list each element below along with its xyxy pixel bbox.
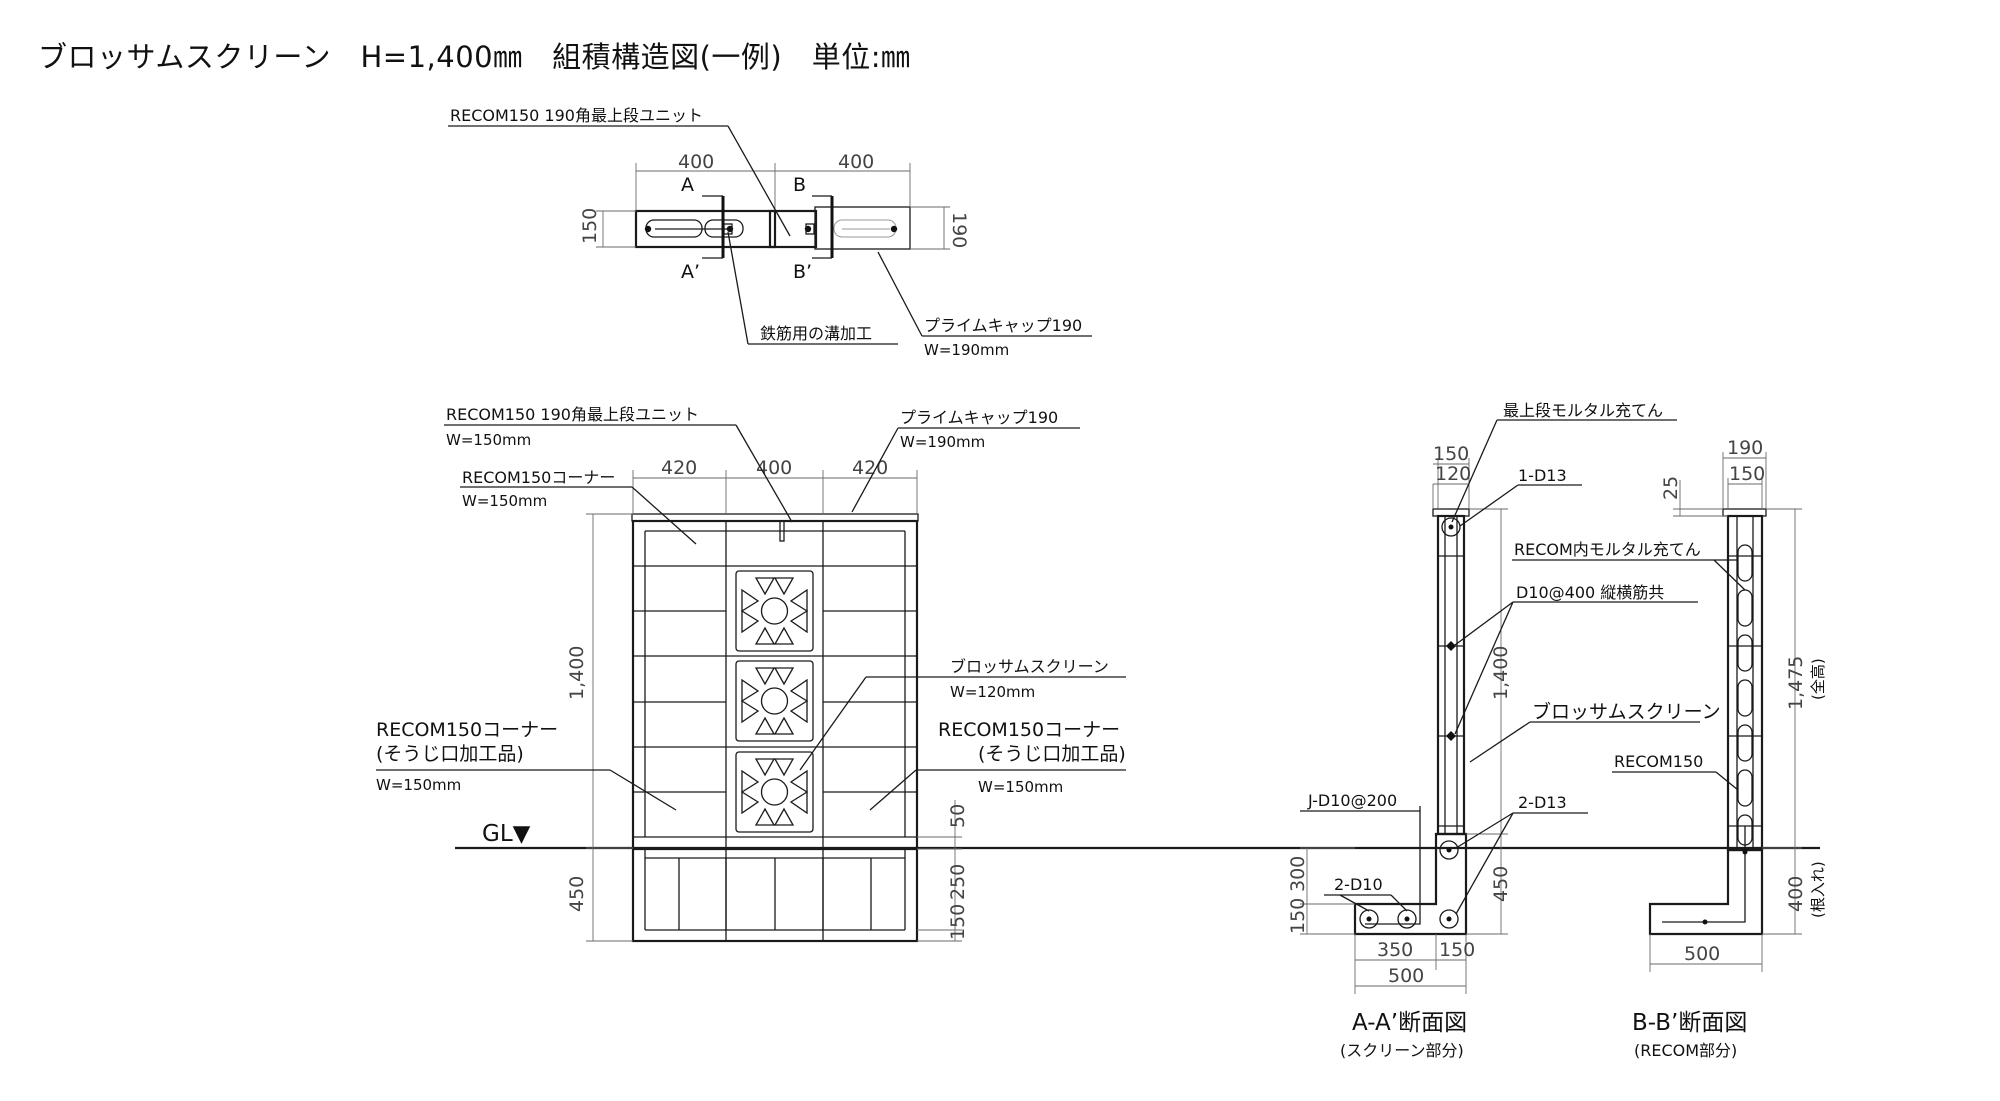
section-a-wall	[1436, 514, 1466, 836]
section-b-wall	[1726, 514, 1764, 852]
label-corner-right-note: (そうじ口加工品)	[978, 743, 1126, 765]
label-corner-left-width: W=150mm	[376, 776, 461, 794]
section-b-dim-150: 150	[1729, 463, 1765, 485]
elevation-dim-50: 50	[947, 804, 969, 828]
label-corner-right-width: W=150mm	[978, 778, 1063, 796]
section-a-dim-120: 120	[1435, 463, 1471, 485]
label-j-d10-200: J-D10@200	[1307, 791, 1397, 810]
label-top-unit-width: W=150mm	[446, 431, 531, 449]
section-b-dim-190: 190	[1727, 437, 1763, 459]
section-a-subcaption: (スクリーン部分)	[1340, 1041, 1464, 1060]
label-top-unit: RECOM150 190角最上段ユニット	[446, 405, 699, 424]
plan-block-middle	[768, 209, 818, 249]
section-b-dim-25: 25	[1660, 476, 1682, 500]
page-title: ブロッサムスクリーン H=1,400㎜ 組積構造図(一例) 単位:㎜	[38, 40, 911, 74]
section-b-caption: B-B’断面図	[1632, 1010, 1747, 1036]
label-corner-top: RECOM150コーナー	[462, 468, 615, 487]
label-corner-right: RECOM150コーナー	[938, 719, 1120, 741]
elevation-dim-400: 400	[756, 457, 792, 479]
elevation-dim-150: 150	[947, 904, 969, 940]
plan-dim-150: 150	[579, 208, 601, 244]
section-a-dim-500: 500	[1388, 965, 1424, 987]
label-2-d10: 2-D10	[1334, 875, 1383, 894]
label-prime-cap: プライムキャップ190	[900, 408, 1058, 427]
section-a-dim-150-top: 150	[1433, 443, 1469, 465]
label-recom150: RECOM150	[1614, 752, 1703, 771]
plan-dim-190: 190	[948, 212, 970, 248]
plan-rebar-dot	[644, 225, 652, 233]
plan-label-cap: プライムキャップ190	[924, 316, 1082, 335]
section-b-dim-1475: 1,475	[1785, 656, 1807, 710]
label-top-mortar: 最上段モルタル充てん	[1503, 401, 1663, 420]
section-b-dim-500: 500	[1684, 943, 1720, 965]
plan-label-top-unit: RECOM150 190角最上段ユニット	[450, 106, 703, 125]
label-2-d13: 2-D13	[1518, 793, 1567, 812]
section-a-dim-450: 450	[1490, 866, 1512, 902]
blossom-pattern	[735, 570, 814, 833]
section-a: 150 120 1,400 450 300 150 350 150 500 最上…	[1287, 401, 1721, 1060]
label-1-d13: 1-D13	[1518, 466, 1567, 485]
label-prime-cap-width: W=190mm	[900, 433, 985, 451]
section-mark-b: B	[793, 174, 806, 196]
label-corner-top-width: W=150mm	[462, 492, 547, 510]
section-a-dim-150-bottom: 150	[1439, 939, 1475, 961]
elevation-dim-1400: 1,400	[566, 646, 588, 700]
section-a-caption: A-A’断面図	[1352, 1010, 1467, 1036]
section-mark-a: A	[681, 174, 694, 196]
elevation-dim-450: 450	[566, 876, 588, 912]
section-b-dim-400: 400	[1785, 876, 1807, 912]
plan-dim-400-left: 400	[678, 151, 714, 173]
plan-groove	[805, 223, 815, 235]
label-d10-400: D10@400 縦横筋共	[1516, 583, 1664, 602]
section-b: 190 150 25 1,475 (全高) 400 (根入れ) 500 RECO…	[1512, 437, 1827, 1060]
ground-level-label: GL▼	[482, 821, 531, 847]
foundation	[633, 847, 917, 931]
plan-dim-400-right: 400	[838, 151, 874, 173]
section-b-note-embed: (根入れ)	[1809, 861, 1827, 918]
section-a-dim-350: 350	[1377, 939, 1413, 961]
label-corner-left-note: (そうじ口加工品)	[376, 743, 524, 765]
plan-block-cap	[814, 206, 911, 250]
plan-label-cap-width: W=190mm	[924, 341, 1009, 359]
section-mark-a-prime: A’	[681, 261, 700, 283]
elevation-dim-420-right: 420	[852, 457, 888, 479]
plan-label-groove: 鉄筋用の溝加工	[760, 324, 872, 343]
section-b-note-total: (全高)	[1809, 658, 1827, 700]
label-blossom-screen: ブロッサムスクリーン	[950, 657, 1109, 676]
elevation-dim-250: 250	[947, 864, 969, 900]
elevation-outline	[631, 519, 919, 943]
section-a-dim-150-left: 150	[1287, 898, 1309, 934]
plan-view: 400 400 150 190 A A’ B B’ RECOM150 190角最…	[448, 106, 1092, 359]
label-blossom-screen-section: ブロッサムスクリーン	[1532, 700, 1721, 723]
section-a-dim-300: 300	[1287, 856, 1309, 892]
section-mark-b-prime: B’	[793, 261, 812, 283]
label-recom-mortar: RECOM内モルタル充てん	[1514, 540, 1701, 559]
label-blossom-screen-width: W=120mm	[950, 683, 1035, 701]
label-corner-left: RECOM150コーナー	[376, 719, 558, 741]
section-a-dim-1400: 1,400	[1490, 646, 1512, 700]
section-b-subcaption: (RECOM部分)	[1634, 1041, 1737, 1060]
plan-rebar-dot	[890, 225, 898, 233]
elevation-view: GL▼ 420 400 420 1,400 450 50 250 150 REC…	[376, 405, 1820, 943]
elevation-dim-420-left: 420	[661, 457, 697, 479]
plan-block-left	[634, 209, 777, 249]
